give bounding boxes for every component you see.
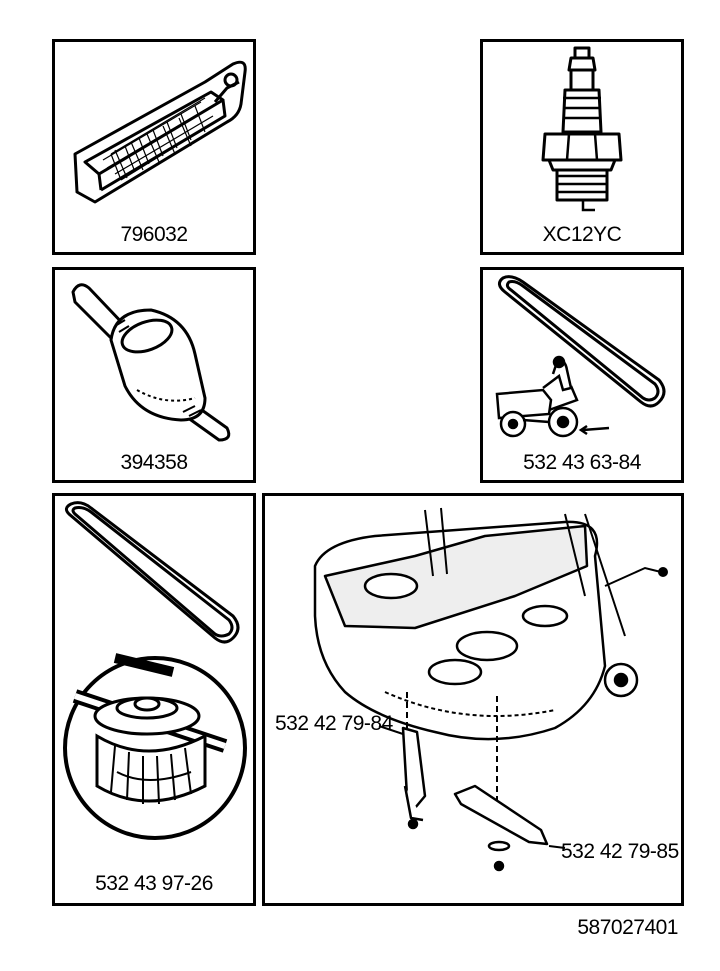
air-filter-part-number: 796032: [120, 223, 188, 246]
blade-right-part-number: 532 42 79-85: [561, 840, 679, 863]
spark-plug-icon: [541, 46, 623, 212]
part-box-air-filter: 796032: [52, 39, 256, 255]
drive-belt-part-number: 532 43 63-84: [523, 451, 641, 474]
deck-belt-pulley-part-number: 532 43 97-26: [95, 872, 213, 895]
part-box-spark-plug: XC12YC: [480, 39, 684, 255]
part-box-fuel-filter: 394358: [52, 267, 256, 483]
air-filter-icon: [73, 60, 247, 204]
drive-belt-icon: [495, 275, 666, 438]
document-number: 587027401: [577, 916, 678, 939]
blade-left-icon: [401, 726, 427, 830]
fuel-filter-icon: [71, 283, 231, 442]
part-box-mower-deck: 532 42 79-84 532 42 79-85: [262, 493, 684, 906]
part-box-drive-belt: 532 43 63-84: [480, 267, 684, 483]
pulley-icon: [63, 653, 247, 840]
blade-right-icon: [453, 784, 549, 872]
fuel-filter-part-number: 394358: [120, 451, 188, 474]
spark-plug-part-number: XC12YC: [542, 223, 622, 246]
deck-belt-pulley-icon: [63, 501, 247, 840]
blade-left-part-number: 532 42 79-84: [275, 712, 393, 735]
part-box-deck-belt-pulley: 532 43 97-26: [52, 493, 256, 906]
tractor-icon: [495, 355, 610, 438]
mower-deck-icon: [313, 507, 668, 872]
